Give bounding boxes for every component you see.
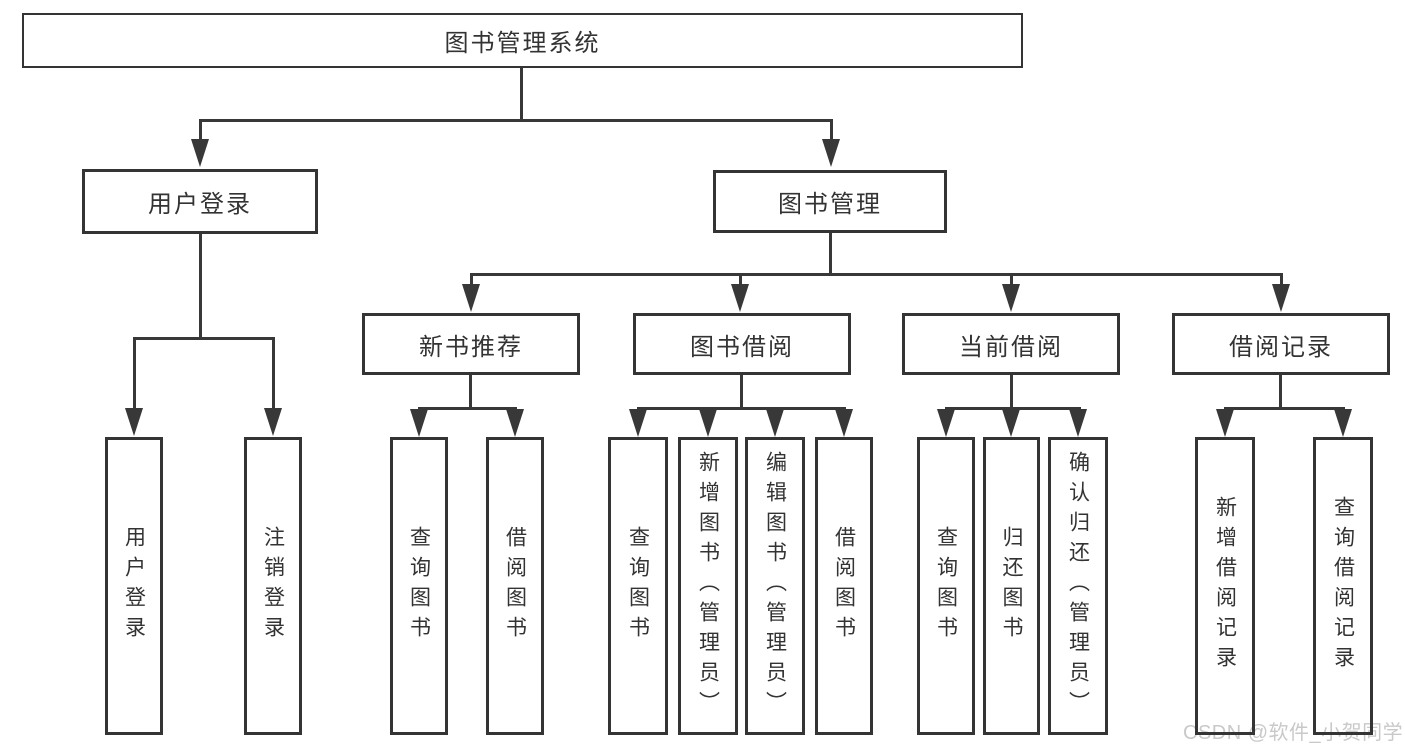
leaf-add-book-admin: 新增图书（管理员） [678, 437, 738, 735]
arrow-down-icon [1216, 409, 1234, 437]
node-current-borrowing: 当前借阅 [902, 313, 1120, 375]
connector-line [830, 119, 833, 141]
leaf-query-books-current: 查询图书 [917, 437, 975, 735]
leaf-borrow-books: 借阅图书 [815, 437, 873, 735]
node-user-login: 用户登录 [82, 169, 318, 234]
connector-line [1224, 407, 1345, 410]
arrow-down-icon [1002, 409, 1020, 437]
connector-line [133, 337, 136, 408]
connector-line [740, 375, 743, 407]
arrow-down-icon [264, 408, 282, 436]
arrow-down-icon [1069, 409, 1087, 437]
node-book-borrowing: 图书借阅 [633, 313, 851, 375]
node-library-management-system: 图书管理系统 [22, 13, 1023, 68]
connector-line [272, 337, 275, 408]
leaf-user-login: 用户登录 [105, 437, 163, 735]
arrow-down-icon [937, 409, 955, 437]
leaf-query-books-recommend: 查询图书 [390, 437, 448, 735]
arrow-down-icon [629, 409, 647, 437]
arrow-down-icon [506, 409, 524, 437]
connector-line [1010, 273, 1013, 285]
connector-line [470, 273, 473, 285]
connector-line [133, 337, 275, 340]
leaf-edit-book-admin: 编辑图书（管理员） [745, 437, 805, 735]
connector-line [418, 407, 517, 410]
connector-line [637, 407, 846, 410]
arrow-down-icon [822, 139, 840, 167]
leaf-query-borrow-record: 查询借阅记录 [1313, 437, 1373, 735]
connector-line [1279, 375, 1282, 407]
connector-line [199, 234, 202, 337]
connector-line [829, 233, 832, 273]
leaf-logout: 注销登录 [244, 437, 302, 735]
arrow-down-icon [835, 409, 853, 437]
node-book-management: 图书管理 [713, 170, 947, 233]
arrow-down-icon [1002, 284, 1020, 312]
connector-line [1010, 375, 1013, 407]
arrow-down-icon [191, 139, 209, 167]
connector-line [520, 68, 523, 119]
connector-line [199, 119, 833, 122]
leaf-add-borrow-record: 新增借阅记录 [1195, 437, 1255, 735]
arrow-down-icon [1334, 409, 1352, 437]
node-borrowing-records: 借阅记录 [1172, 313, 1390, 375]
leaf-query-books-borrowing: 查询图书 [608, 437, 668, 735]
arrow-down-icon [1272, 284, 1290, 312]
node-new-book-recommend: 新书推荐 [362, 313, 580, 375]
arrow-down-icon [125, 408, 143, 436]
arrow-down-icon [410, 409, 428, 437]
connector-line [1280, 273, 1283, 285]
leaf-return-books: 归还图书 [983, 437, 1040, 735]
connector-line [739, 273, 742, 285]
arrow-down-icon [699, 409, 717, 437]
connector-line [470, 273, 1283, 276]
csdn-watermark: CSDN @软件_小贺同学 [1183, 722, 1404, 744]
arrow-down-icon [731, 284, 749, 312]
connector-line [199, 119, 202, 141]
leaf-confirm-return-admin: 确认归还（管理员） [1048, 437, 1108, 735]
connector-line [469, 375, 472, 407]
leaf-borrow-books-recommend: 借阅图书 [486, 437, 544, 735]
connector-line [945, 407, 1081, 410]
arrow-down-icon [766, 409, 784, 437]
arrow-down-icon [462, 284, 480, 312]
